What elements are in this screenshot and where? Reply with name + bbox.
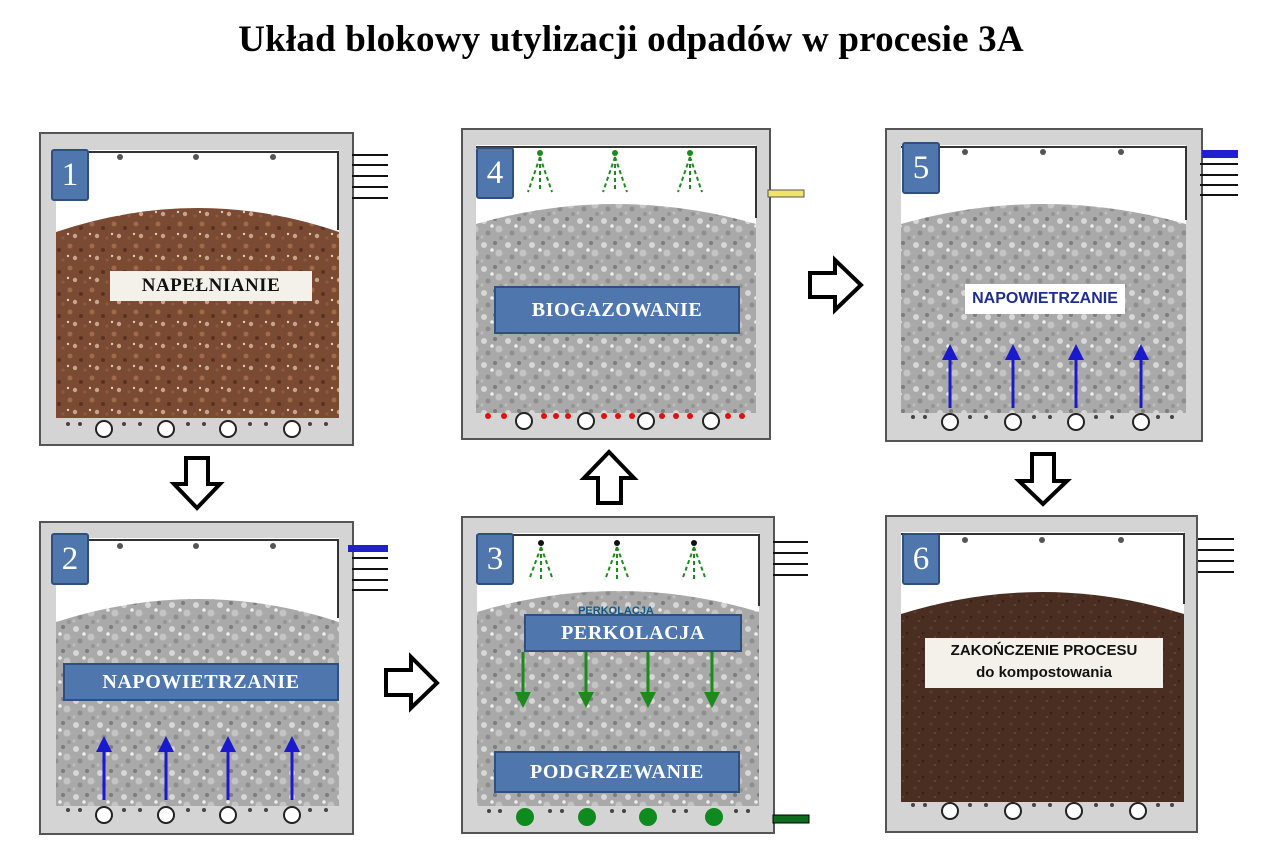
biogas-dots — [485, 413, 745, 419]
stage-3-label-percolation: PERKOLACJA — [524, 614, 742, 652]
stage-4-label: BIOGAZOWANIE — [494, 286, 740, 334]
diagram-title: Układ blokowy utylizacji odpadów w proce… — [238, 19, 1024, 60]
flow-arrow-2-to-3 — [384, 652, 440, 713]
stage-6-label: ZAKOŃCZENIE PROCESU do kompostowania — [925, 638, 1163, 688]
flow-arrow-1-to-2 — [169, 456, 225, 511]
stage-3-label-heating: PODGRZEWANIE — [494, 751, 740, 793]
stage-3-badge: 3 — [476, 533, 514, 585]
stage-4-badge: 4 — [476, 147, 514, 199]
stage-6-label-line1: ZAKOŃCZENIE PROCESU — [950, 642, 1138, 659]
stage-1-label: NAPEŁNIANIE — [110, 271, 312, 301]
aeration-arrows — [102, 748, 294, 800]
flow-arrow-3-to-4 — [579, 449, 639, 505]
stage-5-badge: 5 — [902, 142, 940, 194]
flow-arrow-4-to-5 — [808, 255, 864, 315]
stage-6-badge: 6 — [902, 533, 940, 585]
stage-2-badge: 2 — [51, 533, 89, 585]
stage-6-label-line2: do kompostowania — [976, 664, 1112, 681]
flow-arrow-5-to-6 — [1014, 452, 1072, 507]
stage-2-label: NAPOWIETRZANIE — [63, 663, 339, 701]
heating-elements — [516, 808, 723, 826]
percolation-arrows — [521, 652, 714, 694]
sprinklers — [528, 546, 707, 581]
stage-1-badge: 1 — [51, 149, 89, 201]
stage-4-vessel — [461, 128, 805, 440]
stage-5-label: NAPOWIETRZANIE — [965, 284, 1125, 314]
